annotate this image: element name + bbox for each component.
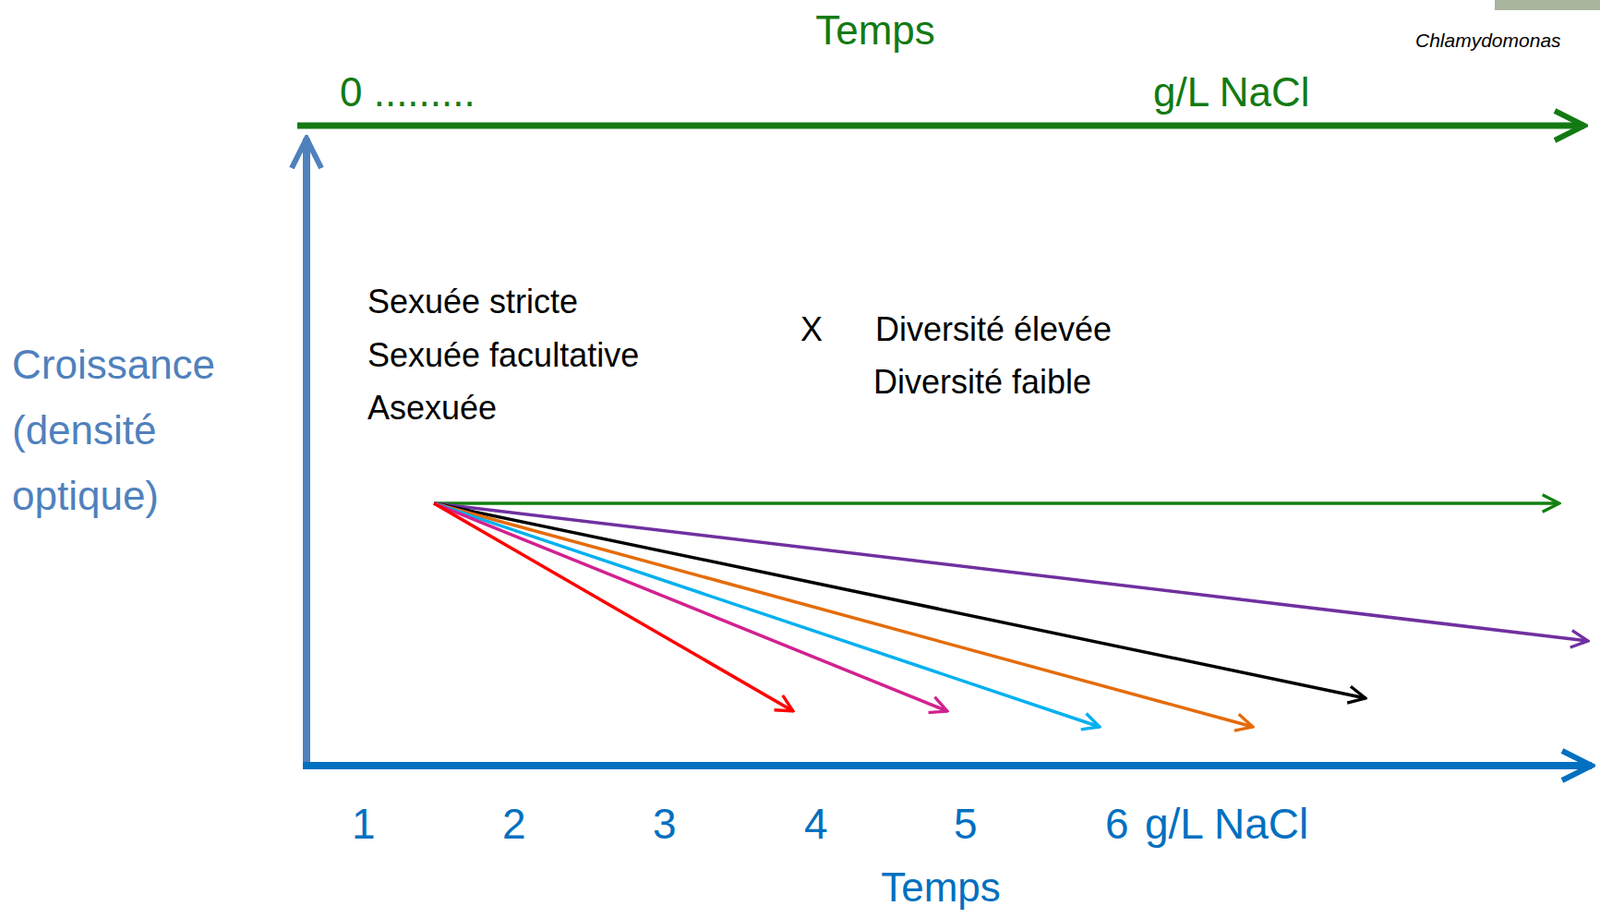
species-name: Chlamydomonas [1415, 28, 1562, 52]
axis-title: Temps [815, 6, 936, 56]
axis-unit: g/L NaCl [1153, 68, 1311, 118]
growth-arrow [433, 503, 1253, 727]
growth-arrow [433, 503, 1100, 727]
axis-unit: g/L NaCl [1144, 798, 1309, 850]
reproduction-mode: Asexuée [367, 387, 497, 428]
tick-value: 3 [652, 798, 677, 850]
y-axis-title: Croissance (densité optique) [12, 331, 262, 529]
tick-value: 4 [804, 798, 829, 850]
tick-value: 1 [351, 798, 376, 850]
y-axis [302, 138, 311, 769]
diversity-level: Diversité faible [873, 361, 1092, 402]
growth-arrow [433, 501, 1560, 506]
reproduction-mode: Sexuée facultative [367, 335, 639, 375]
reproduction-mode: Sexuée stricte [367, 281, 578, 322]
tick-value: 6 [1105, 798, 1130, 850]
top-axis [297, 122, 1585, 130]
axis-title: Temps [880, 863, 1001, 913]
tick-value: 5 [953, 798, 978, 850]
growth-arrow [433, 503, 794, 711]
cross-symbol: X [800, 309, 823, 349]
tick-value: 2 [502, 798, 527, 850]
axis-start-value: 0 ......... [339, 68, 476, 118]
growth-curves [433, 503, 1588, 727]
growth-arrow [433, 503, 948, 711]
photo-thumbnail [1494, 0, 1600, 11]
growth-arrow [433, 503, 1366, 698]
x-axis [302, 761, 1592, 770]
diversity-level: Diversité élevée [875, 309, 1112, 349]
